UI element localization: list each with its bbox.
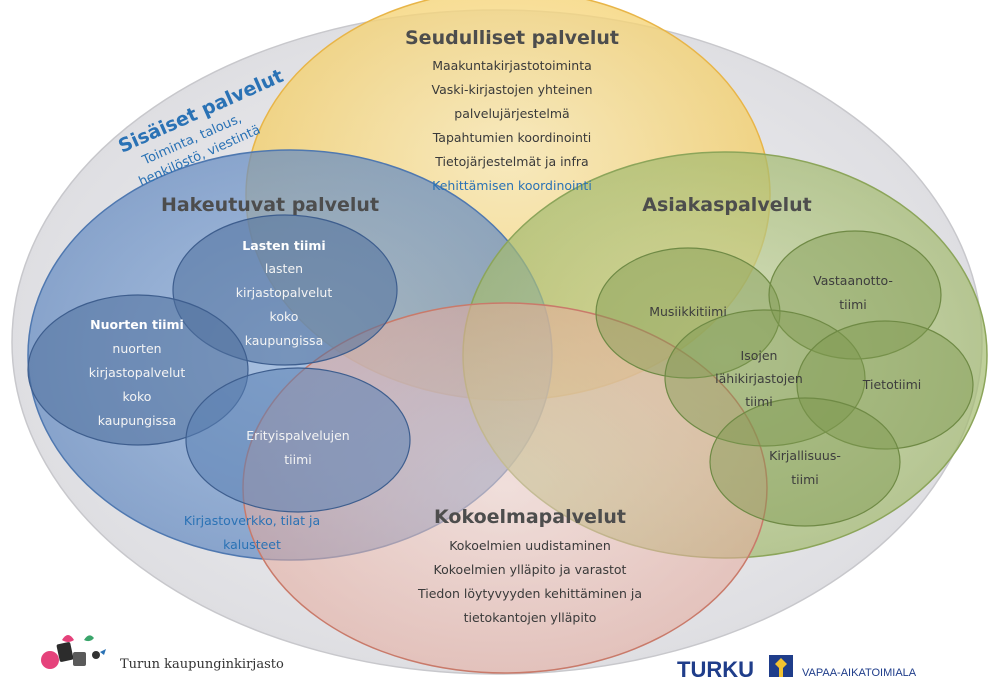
large-branches-line-1: Isojen [741,348,778,363]
regional-line-1: Maakuntakirjastotoiminta [432,58,592,73]
department-label: VAPAA-AIKATOIMIALA [802,667,917,677]
literature-team-circle [709,397,901,527]
library-logo-text: Turun kaupunginkirjasto [120,657,284,672]
customer-services-title: Asiakaspalvelut [642,194,811,216]
regional-line-2: Vaski-kirjastojen yhteinen [432,82,593,97]
children-team-title: Lasten tiimi [242,238,325,253]
collection-services-title: Kokoelmapalvelut [434,506,626,528]
music-team-label: Musiikkitiimi [649,304,727,319]
regional-line-5: Tietojärjestelmät ja infra [434,154,588,169]
youth-team-line-2: kirjastopalvelut [89,365,186,380]
regional-line-blue: Kehittämisen koordinointi [432,178,592,193]
information-team-circle [796,320,974,450]
information-team-label: Tietotiimi [862,377,921,392]
library-logo: Turun kaupunginkirjasto [41,635,284,672]
special-team-line-1: Erityispalvelujen [246,428,349,443]
outreach-footer-line-2: kalusteet [223,537,281,552]
library-logo-icon [41,635,106,669]
regional-services-title: Seudulliset palvelut [405,27,619,49]
children-team-line-2: kirjastopalvelut [236,285,333,300]
collection-line-4: tietokantojen ylläpito [464,610,597,625]
youth-team-line-1: nuorten [112,341,161,356]
reception-team-line-1: Vastaanotto- [813,273,893,288]
youth-team-line-4: kaupungissa [98,413,176,428]
youth-team-line-3: koko [123,389,152,404]
large-branches-line-2: lähikirjastojen [715,371,803,386]
outreach-footer-line-1: Kirjastoverkko, tilat ja [184,513,320,528]
collection-line-3: Tiedon löytyvyyden kehittäminen ja [417,586,642,601]
children-team-line-1: lasten [265,261,303,276]
regional-line-4: Tapahtumien koordinointi [432,130,592,145]
turku-coat-of-arms-icon [769,655,793,677]
music-team-circle [595,247,781,379]
special-team-line-2: tiimi [284,452,312,467]
regional-line-3: palvelujärjestelmä [454,106,569,121]
turku-logo: TURKU VAPAA-AIKATOIMIALA [677,655,917,677]
children-team-line-3: koko [270,309,299,324]
large-branches-team-circle [664,309,866,447]
youth-team-title: Nuorten tiimi [90,317,184,332]
turku-wordmark: TURKU [677,657,754,677]
collection-line-2: Kokoelmien ylläpito ja varastot [434,562,627,577]
children-team-line-4: kaupungissa [245,333,323,348]
outreach-services-title: Hakeutuvat palvelut [161,194,379,216]
reception-team-line-2: tiimi [839,297,867,312]
collection-line-1: Kokoelmien uudistaminen [449,538,611,553]
reception-team-circle [768,230,942,360]
literature-team-line-2: tiimi [791,472,819,487]
literature-team-line-1: Kirjallisuus- [769,448,841,463]
special-services-team-circle [185,367,411,513]
youth-team-circle [27,294,249,446]
large-branches-line-3: tiimi [745,394,773,409]
